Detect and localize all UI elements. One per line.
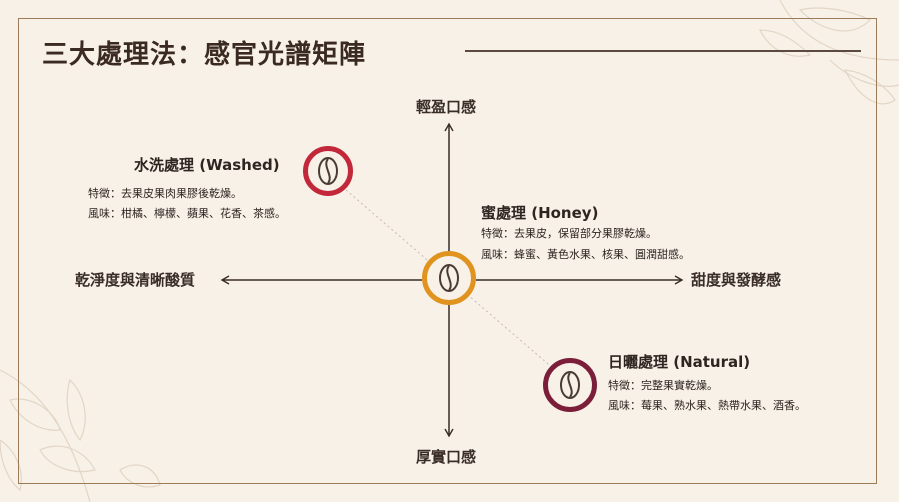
coffee-bean-icon bbox=[560, 371, 580, 399]
washed-flavor: 風味：柑橘、檸檬、蘋果、花香、茶感。 bbox=[88, 207, 286, 220]
axis-label-left: 乾淨度與清晰酸質 bbox=[75, 271, 196, 289]
page-title: 三大處理法：感官光譜矩陣 bbox=[42, 40, 367, 70]
honey-feature: 特徵：去果皮，保留部分果膠乾燥。 bbox=[481, 227, 657, 240]
title-divider bbox=[465, 50, 861, 52]
axis-label-bottom: 厚實口感 bbox=[416, 448, 477, 466]
natural-marker bbox=[543, 358, 597, 412]
natural-flavor: 風味：莓果、熟水果、熱帶水果、酒香。 bbox=[608, 399, 806, 412]
process-connector-line bbox=[345, 189, 556, 371]
washed-marker bbox=[303, 146, 353, 196]
axis-label-top: 輕盈口感 bbox=[416, 98, 477, 116]
natural-feature: 特徵：完整果實乾燥。 bbox=[608, 379, 718, 392]
honey-marker bbox=[422, 251, 476, 305]
natural-title: 日曬處理 (Natural) bbox=[608, 353, 751, 371]
honey-title: 蜜處理 (Honey) bbox=[481, 204, 599, 222]
washed-feature: 特徵：去果皮果肉果膠後乾燥。 bbox=[88, 187, 242, 200]
washed-title: 水洗處理 (Washed) bbox=[134, 156, 280, 174]
coffee-bean-icon bbox=[439, 264, 459, 292]
axis-label-right: 甜度與發酵感 bbox=[691, 271, 782, 289]
coffee-bean-icon bbox=[318, 157, 338, 185]
honey-flavor: 風味：蜂蜜、黃色水果、核果、圓潤甜感。 bbox=[481, 248, 690, 261]
slide-frame bbox=[18, 18, 877, 484]
